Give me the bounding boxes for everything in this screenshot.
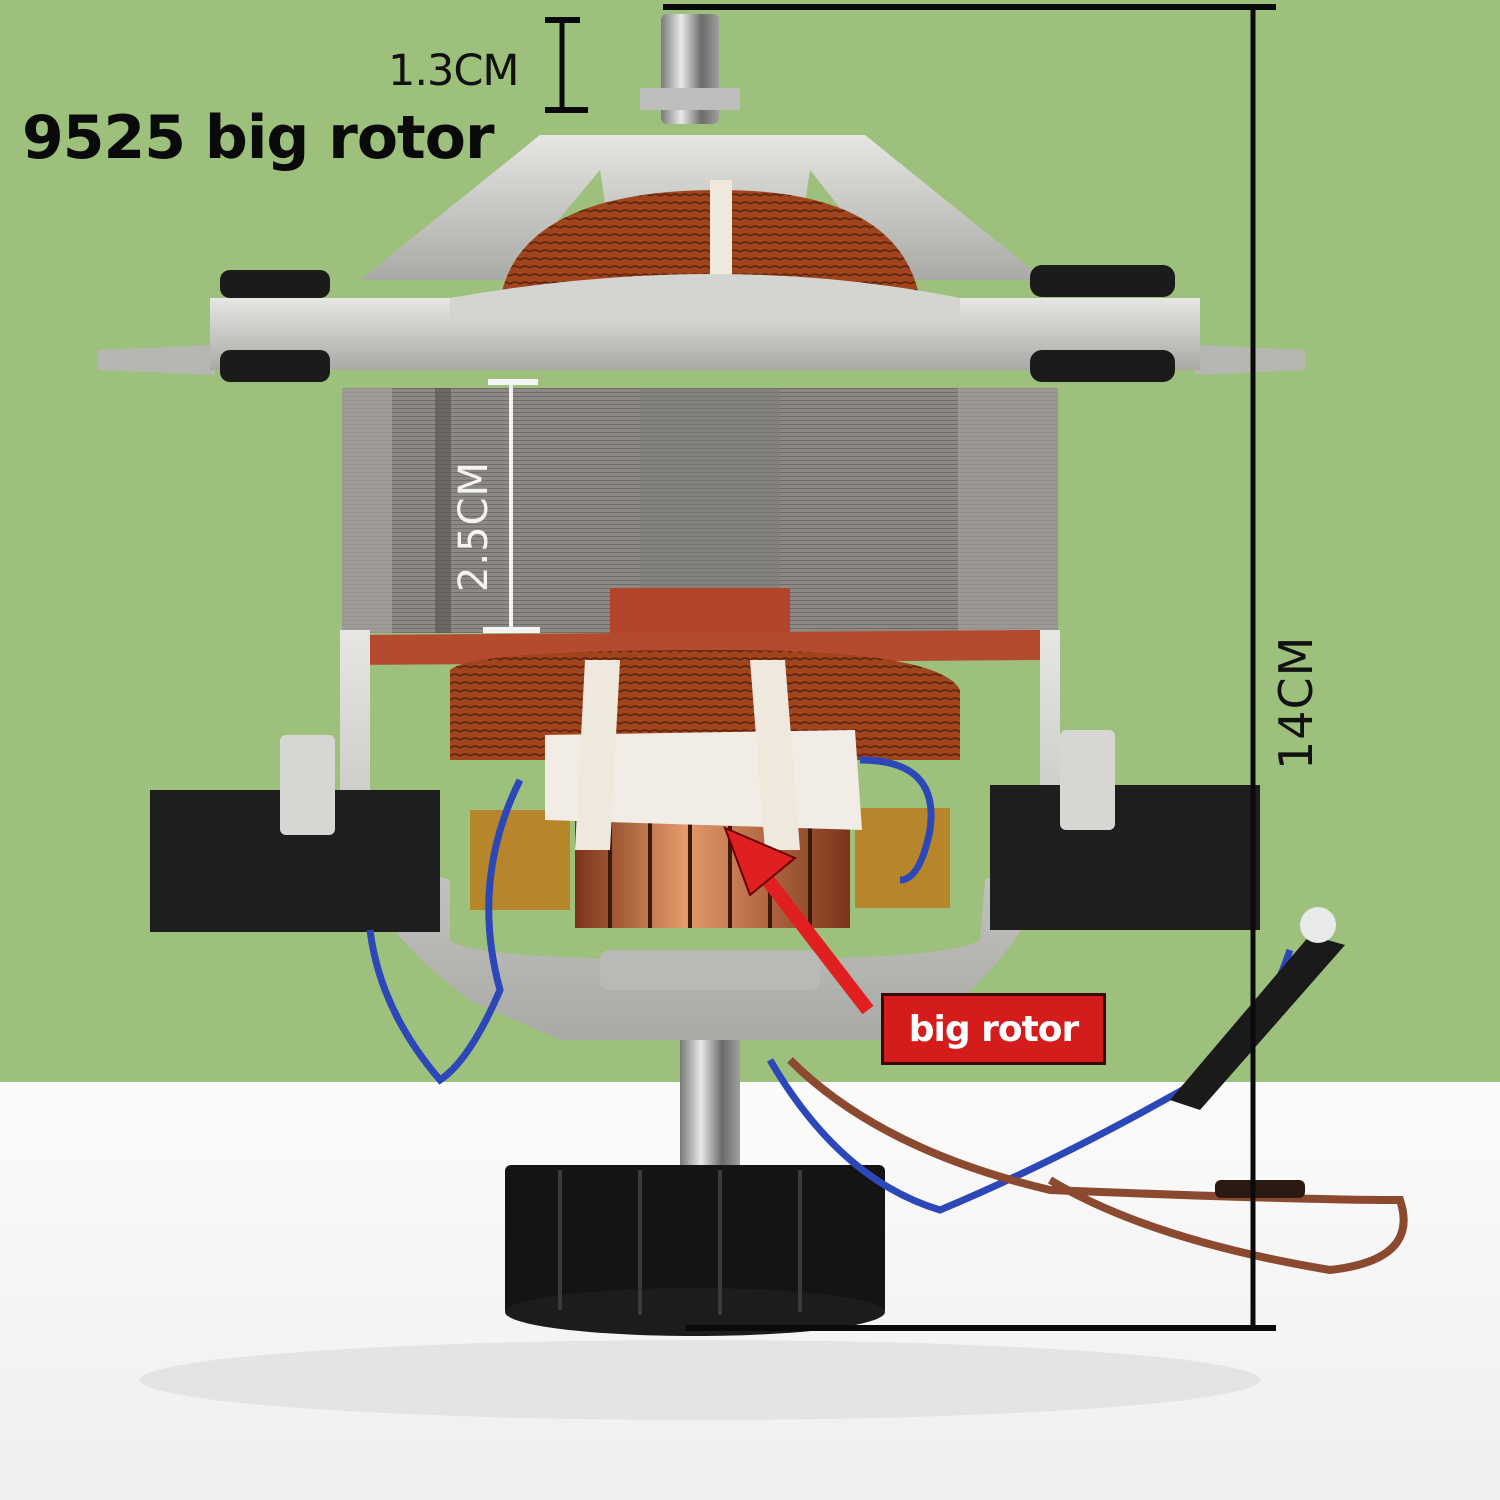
- dimension-label-shaft: 1.3CM: [388, 46, 520, 96]
- commutator: [575, 812, 850, 928]
- big-rotor-callout: big rotor: [881, 993, 1106, 1065]
- mounting-plate: [98, 265, 1305, 382]
- product-title: 9525 big rotor: [22, 103, 495, 173]
- dimension-line-stator: [483, 379, 540, 633]
- blue-wire-right: [859, 756, 935, 884]
- dimension-lines: [545, 4, 1276, 1331]
- terminal-connector: [1300, 907, 1336, 943]
- cooling-fan: [505, 1165, 885, 1336]
- dimension-label-height: 14CM: [1269, 635, 1323, 770]
- brown-lead-sleeve: [1215, 1180, 1305, 1198]
- blue-wire-left: [366, 778, 524, 1085]
- dimension-label-stator: 2.5CM: [451, 460, 497, 592]
- brown-lead: [787, 1057, 1408, 1275]
- bottom-hub: [600, 950, 820, 990]
- cable-tie-left: [575, 660, 620, 850]
- callout-label: big rotor: [908, 1008, 1080, 1050]
- floor-shadow: [140, 1340, 1260, 1420]
- black-sleeve: [1170, 935, 1345, 1110]
- brush-holders: [150, 730, 1260, 932]
- cable-tie-right: [750, 660, 800, 850]
- top-shaft: [640, 14, 740, 124]
- callout-arrow: [723, 826, 874, 1015]
- stator-stack: [342, 388, 1058, 633]
